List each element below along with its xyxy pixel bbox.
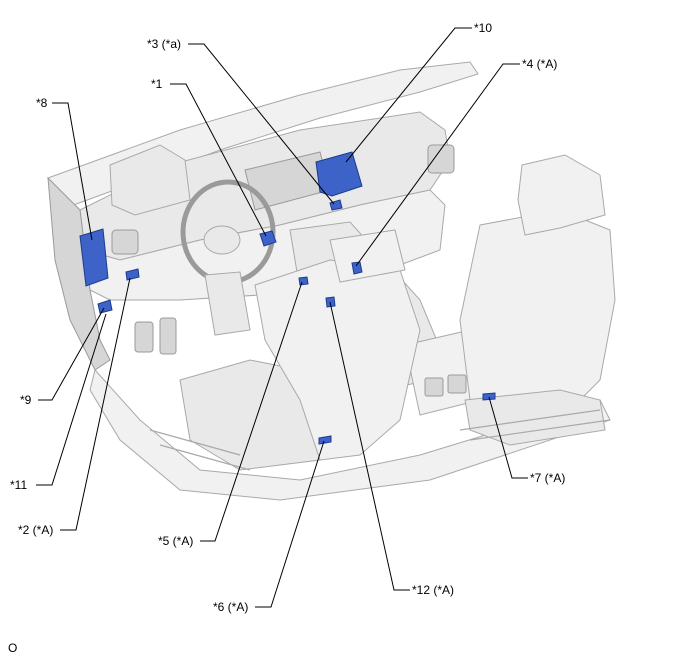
callout-labels: *1 *3 (*a) *10 *4 (*A) *8 *9 *11 *2 (*A)… (10, 21, 565, 614)
callout-label-4: *4 (*A) (522, 57, 557, 71)
steering-wheel-hub (203, 225, 241, 255)
leader-line-10 (345, 27, 472, 163)
vehicle-interior-illustration (47, 61, 616, 501)
component-9-sensor (97, 299, 113, 314)
leader-lines (36, 27, 528, 608)
driver-seat-headrest (329, 229, 406, 283)
callout-label-12: *12 (*A) (412, 583, 454, 597)
instrument-cluster (109, 144, 191, 216)
figure-code: O (8, 641, 17, 655)
leader-line-11 (36, 313, 107, 486)
left-door-panel (47, 176, 111, 371)
left-air-vent (111, 229, 139, 255)
callout-label-2: *2 (*A) (18, 523, 53, 537)
component-4-sensor (351, 261, 363, 275)
console-rear-vent-right (447, 374, 467, 394)
callout-label-10: *10 (474, 21, 492, 35)
callout-label-6: *6 (*A) (213, 600, 248, 614)
leader-line-4 (355, 63, 520, 267)
component-10-module (315, 151, 363, 197)
component-6-sensor (318, 435, 332, 445)
callout-label-9: *9 (20, 393, 32, 407)
highlighted-components (79, 151, 496, 445)
leader-line-1 (170, 83, 267, 237)
callout-label-8: *8 (36, 96, 48, 110)
pedal-left (134, 321, 154, 353)
callout-label-7: *7 (*A) (530, 471, 565, 485)
leader-line-5 (200, 281, 303, 542)
component-2-sensor (125, 268, 140, 281)
seat-rails (149, 409, 611, 471)
leader-line-3 (188, 43, 335, 205)
leader-line-7 (488, 396, 528, 479)
leader-line-9 (38, 307, 105, 401)
passenger-seat-headrest (517, 154, 606, 236)
callout-label-1: *1 (151, 77, 163, 91)
leader-line-8 (52, 102, 93, 241)
pedal-right (159, 317, 177, 355)
passenger-seat-cushion (464, 389, 606, 446)
steering-column (204, 271, 251, 336)
leader-line-12 (329, 301, 410, 591)
leader-line-6 (255, 440, 325, 608)
callout-label-3: *3 (*a) (147, 37, 181, 51)
console-rear-vent-left (424, 377, 444, 397)
callout-label-5: *5 (*A) (158, 534, 193, 548)
component-8-body-ecu (79, 228, 109, 287)
component-7-sensor (482, 392, 496, 401)
leader-line-2 (60, 277, 131, 531)
component-1-steering-switch (259, 230, 277, 247)
right-air-vent (427, 144, 455, 174)
callout-label-11: *11 (10, 478, 27, 492)
component-5-sensor (298, 276, 309, 286)
